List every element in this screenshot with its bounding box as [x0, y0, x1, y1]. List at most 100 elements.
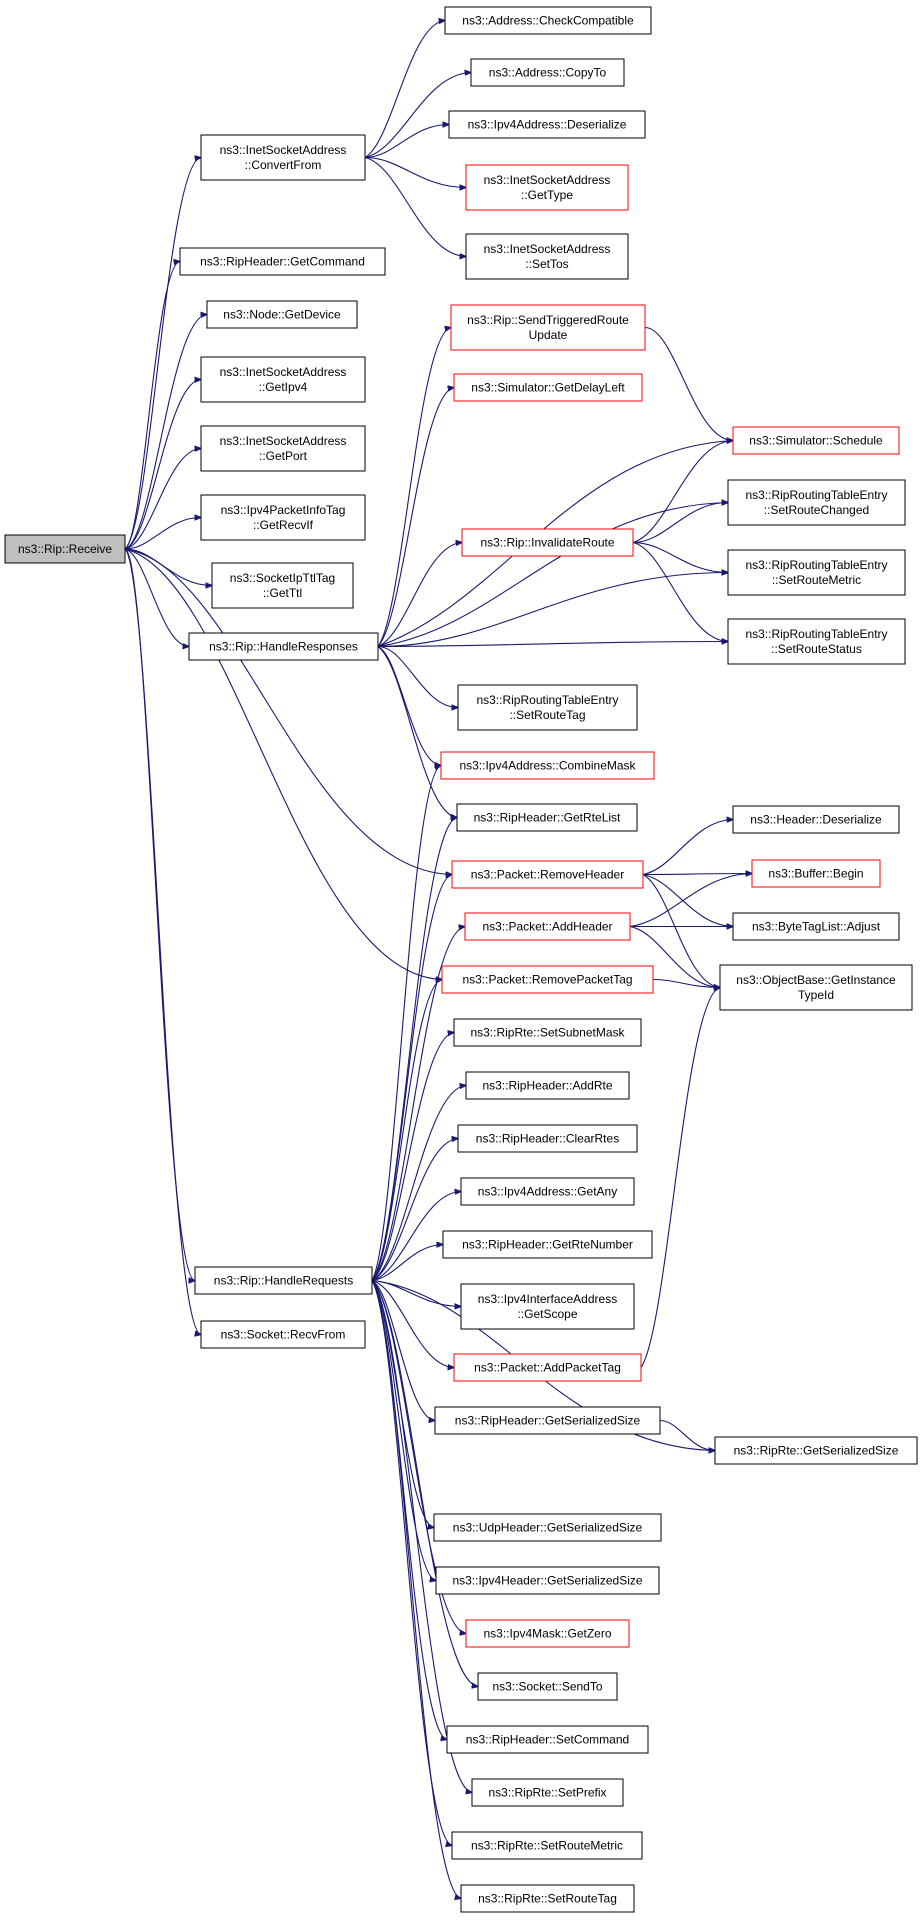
- node-ns3-inetsocketaddress-convertfrom[interactable]: ns3::InetSocketAddress::ConvertFrom: [200, 134, 366, 181]
- node-box: [470, 58, 625, 87]
- node-ns3-packet-addheader[interactable]: ns3::Packet::AddHeader: [464, 912, 631, 941]
- edge-ns3-rip-receive-to-ns3-ipv4packetinfotag-getrecvif: [124, 518, 201, 550]
- node-label: ns3::RipRte::SetSubnetMask: [470, 1026, 625, 1040]
- node-ns3-ripheader-addrte[interactable]: ns3::RipHeader::AddRte: [465, 1071, 630, 1100]
- edge-ns3-rip-handleresponses-to-ns3-rip-sendtriggeredrouteupdate: [377, 328, 451, 647]
- node-ns3-packet-removepackettag[interactable]: ns3::Packet::RemovePacketTag: [441, 965, 654, 994]
- node-box: [460, 1884, 635, 1913]
- node-label: ::GetPort: [259, 449, 308, 463]
- node-ns3-inetsocketaddress-settos[interactable]: ns3::InetSocketAddress::SetTos: [465, 233, 629, 280]
- node-ns3-rip-handlerequests[interactable]: ns3::Rip::HandleRequests: [194, 1266, 373, 1295]
- node-ns3-ripheader-setcommand[interactable]: ns3::RipHeader::SetCommand: [446, 1725, 649, 1754]
- edge-ns3-packet-removeheader-to-ns3-header-deserialize: [642, 820, 733, 876]
- node-box: [727, 549, 906, 596]
- edge-ns3-rip-receive-to-ns3-socket-recvfrom: [124, 548, 201, 1335]
- node-ns3-ipv4address-getany[interactable]: ns3::Ipv4Address::GetAny: [460, 1177, 635, 1206]
- edge-ns3-rip-handlerequests-to-ns3-riprte-setsubnetmask: [371, 1033, 454, 1281]
- node-ns3-address-checkcompatible[interactable]: ns3::Address::CheckCompatible: [444, 6, 652, 35]
- node-box: [465, 1071, 630, 1100]
- edge-ns3-rip-handleresponses-to-ns3-riproutingtableentry-setroutemetric: [377, 573, 728, 648]
- node-label: ns3::Ipv4InterfaceAddress: [478, 1292, 617, 1306]
- node-ns3-riproutingtableentry-setroutechanged[interactable]: ns3::RipRoutingTableEntry::SetRouteChang…: [727, 479, 906, 526]
- node-label: ns3::RipRte::SetRouteTag: [478, 1892, 617, 1906]
- node-ns3-riprte-setprefix[interactable]: ns3::RipRte::SetPrefix: [471, 1778, 624, 1807]
- node-ns3-inetsocketaddress-getipv4[interactable]: ns3::InetSocketAddress::GetIpv4: [200, 356, 366, 403]
- edge-ns3-rip-handlerequests-to-ns3-riprte-setroutemetric: [371, 1280, 452, 1846]
- edge-ns3-rip-receive-to-ns3-packet-removepackettag: [124, 548, 442, 980]
- node-ns3-inetsocketaddress-gettype[interactable]: ns3::InetSocketAddress::GetType: [465, 164, 629, 211]
- node-ns3-packet-addpackettag[interactable]: ns3::Packet::AddPacketTag: [453, 1353, 642, 1382]
- edge-ns3-inetsocketaddress-convertfrom-to-ns3-inetsocketaddress-settos: [364, 156, 466, 257]
- edge-ns3-rip-handleresponses-to-ns3-simulator-getdelayleft: [377, 388, 454, 647]
- node-label: ns3::Buffer::Begin: [768, 867, 863, 881]
- edge-ns3-rip-receive-to-ns3-rip-handleresponses: [124, 548, 189, 647]
- node-label: TypeId: [798, 988, 834, 1002]
- node-box: [448, 110, 646, 139]
- edge-ns3-rip-handleresponses-to-ns3-ripheader-getrtelist: [377, 646, 457, 818]
- node-box: [211, 562, 354, 609]
- node-ns3-rip-invalidateroute[interactable]: ns3::Rip::InvalidateRoute: [461, 528, 634, 557]
- node-ns3-ipv4packetinfotag-getrecvif[interactable]: ns3::Ipv4PacketInfoTag::GetRecvIf: [200, 494, 366, 541]
- node-ns3-rip-receive[interactable]: ns3::Rip::Receive: [4, 534, 126, 564]
- edge-ns3-rip-receive-to-ns3-packet-removeheader: [124, 548, 452, 875]
- node-label: ns3::RipHeader::AddRte: [482, 1079, 612, 1093]
- node-ns3-simulator-schedule[interactable]: ns3::Simulator::Schedule: [732, 426, 900, 455]
- edge-ns3-rip-handlerequests-to-ns3-riprte-setprefix: [371, 1280, 472, 1793]
- node-ns3-packet-removeheader[interactable]: ns3::Packet::RemoveHeader: [451, 860, 644, 889]
- node-ns3-riprte-setsubnetmask[interactable]: ns3::RipRte::SetSubnetMask: [453, 1018, 642, 1047]
- node-ns3-ripheader-clearrtes[interactable]: ns3::RipHeader::ClearRtes: [457, 1124, 638, 1153]
- node-box: [433, 1513, 662, 1542]
- node-ns3-address-copyto[interactable]: ns3::Address::CopyTo: [470, 58, 625, 87]
- node-ns3-riprte-getserializedsize[interactable]: ns3::RipRte::GetSerializedSize: [714, 1436, 918, 1465]
- edge-ns3-rip-receive-to-ns3-inetsocketaddress-getport: [124, 449, 201, 550]
- node-ns3-node-getdevice[interactable]: ns3::Node::GetDevice: [206, 300, 358, 329]
- node-ns3-riprte-setroutemetric[interactable]: ns3::RipRte::SetRouteMetric: [451, 1831, 643, 1860]
- node-ns3-ipv4header-getserializedsize[interactable]: ns3::Ipv4Header::GetSerializedSize: [435, 1566, 660, 1595]
- node-ns3-ipv4mask-getzero[interactable]: ns3::Ipv4Mask::GetZero: [465, 1619, 630, 1648]
- node-ns3-simulator-getdelayleft[interactable]: ns3::Simulator::GetDelayLeft: [453, 373, 643, 402]
- edge-ns3-rip-handlerequests-to-ns3-ipv4address-combinemask: [371, 766, 441, 1281]
- node-ns3-ripheader-getrtelist[interactable]: ns3::RipHeader::GetRteList: [456, 803, 638, 832]
- node-label: ns3::Ipv4PacketInfoTag: [221, 503, 346, 517]
- node-box: [460, 1283, 635, 1330]
- node-ns3-riproutingtableentry-setroutemetric[interactable]: ns3::RipRoutingTableEntry::SetRouteMetri…: [727, 549, 906, 596]
- node-box: [457, 1124, 638, 1153]
- node-label: ns3::Packet::AddHeader: [482, 920, 612, 934]
- edge-ns3-rip-receive-to-ns3-ripheader-getcommand: [124, 262, 180, 550]
- node-box: [442, 1230, 653, 1259]
- node-label: ns3::RipHeader::GetSerializedSize: [455, 1414, 641, 1428]
- node-label: ::GetType: [521, 188, 573, 202]
- node-label: ns3::Address::CheckCompatible: [462, 14, 634, 28]
- node-ns3-header-deserialize[interactable]: ns3::Header::Deserialize: [732, 805, 900, 834]
- node-ns3-ripheader-getrtenumber[interactable]: ns3::RipHeader::GetRteNumber: [442, 1230, 653, 1259]
- edge-ns3-rip-handlerequests-to-ns3-ripheader-addrte: [371, 1086, 466, 1281]
- edge-ns3-ripheader-getserializedsize-to-ns3-riprte-getserializedsize: [659, 1419, 715, 1451]
- node-label: ns3::RipRte::SetPrefix: [488, 1786, 606, 1800]
- node-ns3-ripheader-getserializedsize[interactable]: ns3::RipHeader::GetSerializedSize: [434, 1406, 661, 1435]
- node-ns3-socketipttltag-getttl[interactable]: ns3::SocketIpTtlTag::GetTtl: [211, 562, 354, 609]
- node-ns3-buffer-begin[interactable]: ns3::Buffer::Begin: [751, 859, 881, 888]
- node-ns3-inetsocketaddress-getport[interactable]: ns3::InetSocketAddress::GetPort: [200, 425, 366, 472]
- node-ns3-udpheader-getserializedsize[interactable]: ns3::UdpHeader::GetSerializedSize: [433, 1513, 662, 1542]
- node-ns3-ipv4interfaceaddress-getscope[interactable]: ns3::Ipv4InterfaceAddress::GetScope: [460, 1283, 635, 1330]
- node-ns3-rip-handleresponses[interactable]: ns3::Rip::HandleResponses: [188, 632, 379, 661]
- node-label: ns3::Ipv4Address::GetAny: [478, 1185, 617, 1199]
- node-ns3-ipv4address-deserialize[interactable]: ns3::Ipv4Address::Deserialize: [448, 110, 646, 139]
- node-ns3-bytetaglist-adjust[interactable]: ns3::ByteTagList::Adjust: [732, 912, 900, 941]
- node-ns3-socket-sendto[interactable]: ns3::Socket::SendTo: [477, 1672, 618, 1701]
- node-box: [477, 1672, 618, 1701]
- node-ns3-ipv4address-combinemask[interactable]: ns3::Ipv4Address::CombineMask: [440, 751, 655, 780]
- node-box: [4, 534, 126, 564]
- node-ns3-riproutingtableentry-setroutetag[interactable]: ns3::RipRoutingTableEntry::SetRouteTag: [457, 684, 638, 731]
- node-ns3-riproutingtableentry-setroutestatus[interactable]: ns3::RipRoutingTableEntry::SetRouteStatu…: [727, 618, 906, 665]
- node-label: ns3::Socket::RecvFrom: [221, 1328, 346, 1342]
- node-ns3-ripheader-getcommand[interactable]: ns3::RipHeader::GetCommand: [179, 247, 386, 276]
- node-ns3-riprte-setroutetag[interactable]: ns3::RipRte::SetRouteTag: [460, 1884, 635, 1913]
- node-label: ::SetTos: [525, 257, 568, 271]
- edge-ns3-packet-addheader-to-ns3-buffer-begin: [629, 874, 752, 928]
- edge-ns3-rip-invalidateroute-to-ns3-riproutingtableentry-setroutechanged: [632, 503, 728, 544]
- node-ns3-socket-recvfrom[interactable]: ns3::Socket::RecvFrom: [200, 1320, 366, 1349]
- edge-ns3-rip-handlerequests-to-ns3-ripheader-getserializedsize: [371, 1280, 435, 1421]
